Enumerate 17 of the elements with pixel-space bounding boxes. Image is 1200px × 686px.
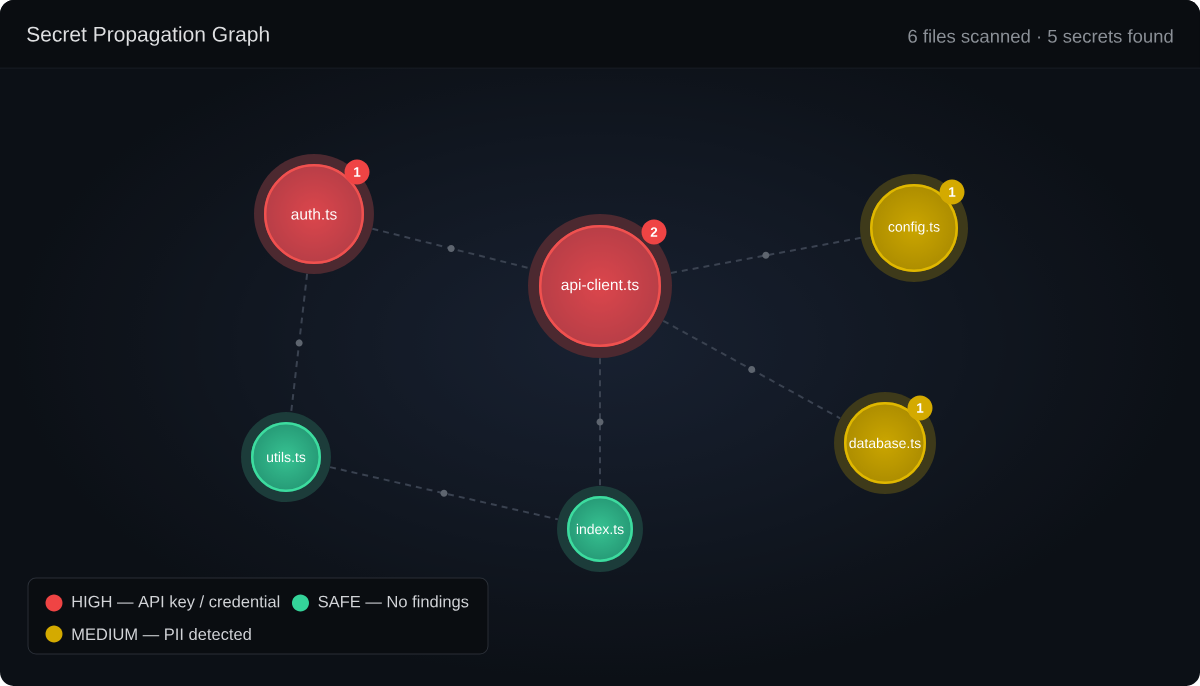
connector-line <box>662 319 842 420</box>
count-badge: 1 <box>939 179 965 205</box>
connector-line <box>670 236 862 274</box>
file-node: utils.ts <box>241 412 331 502</box>
count-badge: 1 <box>907 395 933 421</box>
count-badge: 2 <box>641 219 667 245</box>
legend-label: MEDIUM — PII detected <box>72 627 251 641</box>
connector-line <box>329 466 559 521</box>
legend-label: SAFE — No findings <box>318 595 469 611</box>
scan-summary: 6 files scanned · 5 secrets found <box>908 29 1173 43</box>
file-node: index.ts <box>557 486 643 572</box>
legend-label: HIGH — API key / credential <box>72 595 280 611</box>
title: Secret Propagation Graph <box>27 26 269 46</box>
connector-line <box>371 227 531 270</box>
count-badge: 1 <box>344 159 370 185</box>
connector-line <box>290 272 309 414</box>
connector-line <box>596 357 604 487</box>
